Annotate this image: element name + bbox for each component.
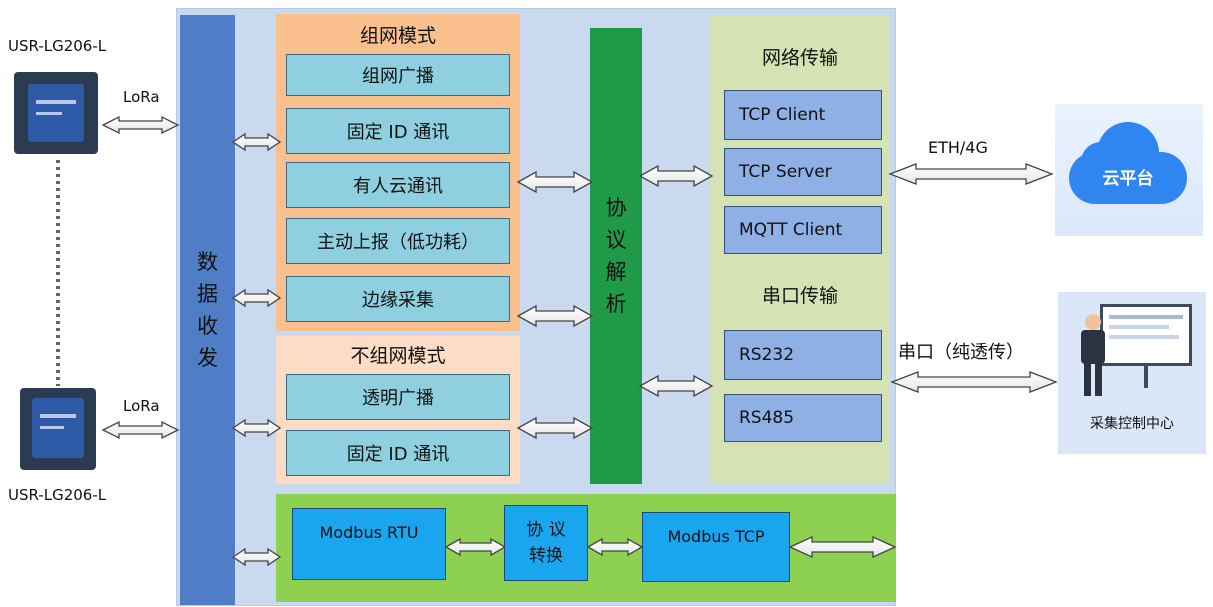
network-transfer-item: TCP Server [724,148,882,196]
serial-transfer-item: RS232 [724,330,882,380]
networking-mode-item: 主动上报（低功耗） [286,218,510,264]
mode-to-protocol-arrow [516,304,594,328]
protocol-convert-box: 协 议 转换 [504,505,588,581]
transceiver-arrow [231,288,282,308]
lora-bottom-label: LoRa [123,397,160,415]
protocol-to-transfer-arrow [638,164,714,188]
serial-transfer-title: 串口传输 [761,284,838,307]
non-networking-mode-item: 固定 ID 通讯 [286,430,510,476]
person-icon [1078,314,1108,396]
mode-to-protocol-arrow [516,416,594,440]
lora-top-label: LoRa [123,88,160,106]
cloud-platform: 云平台 [1055,104,1203,236]
network-transfer-title: 网络传输 [761,46,838,69]
tcp-out-arrow [788,535,897,559]
cloud-icon: 云平台 [1069,118,1187,204]
transceiver-arrow [231,132,282,152]
monitor-icon [1100,304,1192,366]
data-transceiver-bar: 数 据 收 发 [180,15,235,605]
control-center: 采集控制中心 [1058,292,1206,454]
cloud-platform-label: 云平台 [1102,168,1154,189]
non-networking-mode-item: 透明广播 [286,374,510,420]
protocol-parse-bar: 协 议 解 析 [590,28,642,484]
eth-4g-label: ETH/4G [928,138,988,157]
serial-passthrough-label: 串口（纯透传） [898,342,1024,363]
lora-bottom-arrow [101,420,180,440]
mode-to-protocol-arrow [516,170,594,194]
modbus-rtu-box: Modbus RTU [292,508,446,580]
networking-mode-item: 边缘采集 [286,276,510,322]
serial-arrow [890,371,1058,393]
device-top-label: USR-LG206-L [8,37,107,55]
lora-top-arrow [101,115,180,135]
networking-mode-item: 固定 ID 通讯 [286,108,510,154]
device-top-image [14,72,98,154]
transceiver-arrow [231,418,282,438]
protocol-to-transfer-arrow [638,374,714,398]
device-bottom-label: USR-LG206-L [8,486,107,504]
device-bottom-image [20,388,96,470]
network-transfer-item: TCP Client [724,90,882,140]
eth-arrow [888,163,1054,185]
control-center-label: 采集控制中心 [1090,416,1174,432]
serial-transfer-item: RS485 [724,394,882,442]
convert-tcp-arrow [586,537,644,557]
networking-mode-item: 组网广播 [286,54,510,96]
non-networking-mode-title: 不组网模式 [350,344,446,367]
networking-mode-item: 有人云通讯 [286,162,510,208]
network-transfer-item: MQTT Client [724,206,882,254]
rtu-convert-arrow [444,537,507,557]
networking-mode-title: 组网模式 [359,24,436,47]
transceiver-arrow [231,547,282,567]
modbus-tcp-box: Modbus TCP [642,512,790,582]
